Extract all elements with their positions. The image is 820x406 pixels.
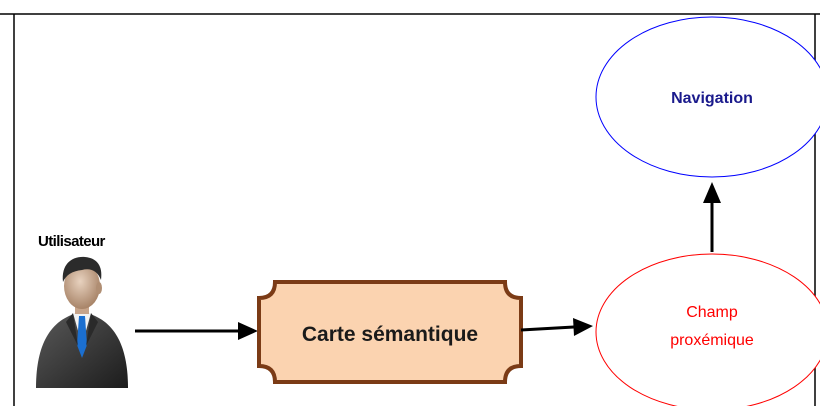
navigation-label: Navigation	[671, 90, 753, 107]
carte-semantique-label: Carte sémantique	[302, 323, 478, 346]
champ-proxemique-node: Champ proxémique	[595, 253, 820, 406]
champ-label-line2: proxémique	[670, 332, 754, 349]
edge-carte-to-champ	[520, 318, 593, 336]
carte-semantique-node: Carte sémantique	[257, 280, 523, 384]
businessman-avatar-icon	[36, 256, 128, 388]
edge-user-to-carte	[135, 322, 258, 340]
edge-champ-to-navigation	[703, 182, 721, 252]
navigation-node: Navigation	[595, 16, 820, 178]
champ-label-line1: Champ	[686, 304, 738, 321]
user-label: Utilisateur	[38, 233, 106, 250]
